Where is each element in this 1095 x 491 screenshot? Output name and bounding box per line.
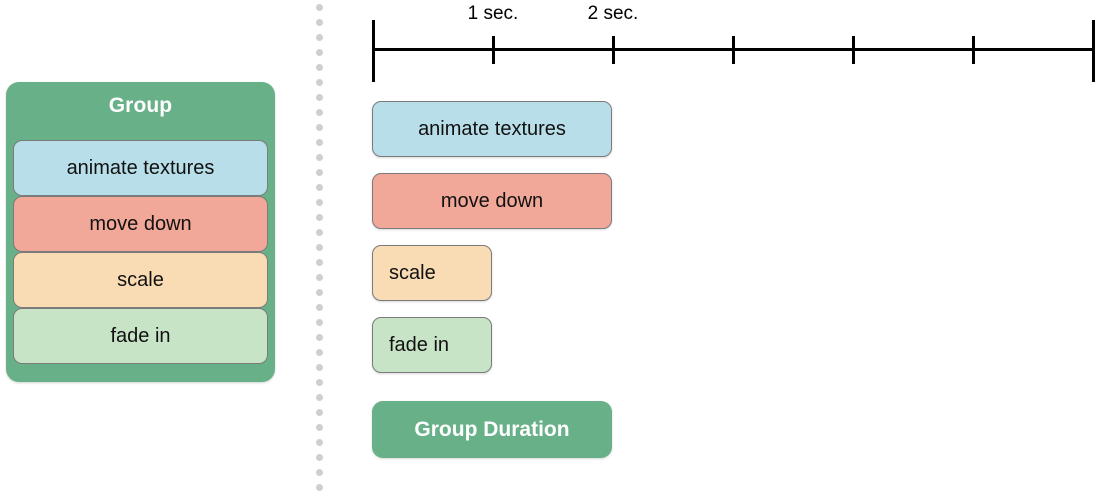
divider-dot [316, 49, 323, 56]
timeline-bar-move-down[interactable]: move down [372, 173, 612, 229]
divider-dot [316, 199, 323, 206]
group-card-move-down[interactable]: move down [13, 196, 268, 252]
divider-dot [316, 349, 323, 356]
group-card-fade-in[interactable]: fade in [13, 308, 268, 364]
group-card-scale[interactable]: scale [13, 252, 268, 308]
divider-dot [316, 184, 323, 191]
divider-dot [316, 409, 323, 416]
divider-dot [316, 469, 323, 476]
dotted-divider [316, 0, 323, 491]
divider-dot [316, 154, 323, 161]
divider-dot [316, 304, 323, 311]
divider-dot [316, 94, 323, 101]
group-duration-label: Group Duration [414, 417, 570, 441]
group-duration-bar[interactable]: Group Duration [372, 401, 612, 458]
divider-dot [316, 289, 323, 296]
axis-tick-label: 2 sec. [587, 3, 639, 24]
axis-tick [492, 36, 495, 64]
group-panel-title: Group [108, 94, 173, 117]
divider-dot [316, 214, 323, 221]
timeline-axis: 1 sec. 2 sec. [0, 0, 1095, 90]
timeline-bar-animate-textures[interactable]: animate textures [372, 101, 612, 157]
divider-dot [316, 64, 323, 71]
axis-tick [972, 36, 975, 64]
group-card-label: move down [89, 212, 192, 235]
timeline-bar-label: scale [389, 261, 436, 284]
axis-tick [852, 36, 855, 64]
axis-tick [372, 20, 375, 82]
divider-dot [316, 139, 323, 146]
divider-dot [316, 4, 323, 11]
divider-dot [316, 379, 323, 386]
group-card-animate-textures[interactable]: animate textures [13, 140, 268, 196]
timeline-bar-label: animate textures [418, 117, 566, 140]
divider-dot [316, 79, 323, 86]
divider-dot [316, 124, 323, 131]
divider-dot [316, 244, 323, 251]
divider-dot [316, 169, 323, 176]
divider-dot [316, 439, 323, 446]
group-card-label: animate textures [66, 156, 215, 179]
divider-dot [316, 19, 323, 26]
timeline-bar-label: fade in [389, 333, 450, 356]
group-card-label: fade in [110, 324, 171, 347]
axis-tick-label: 1 sec. [467, 3, 519, 24]
axis-tick [1092, 20, 1095, 82]
divider-dot [316, 364, 323, 371]
timeline-bar-scale[interactable]: scale [372, 245, 492, 301]
group-card-label: scale [117, 268, 164, 291]
divider-dot [316, 424, 323, 431]
divider-dot [316, 319, 323, 326]
timeline-bar-label: move down [440, 189, 544, 212]
divider-dot [316, 334, 323, 341]
axis-tick [612, 36, 615, 64]
divider-dot [316, 454, 323, 461]
divider-dot [316, 394, 323, 401]
divider-dot [316, 34, 323, 41]
timeline-bar-fade-in[interactable]: fade in [372, 317, 492, 373]
divider-dot [316, 484, 323, 491]
divider-dot [316, 109, 323, 116]
divider-dot [316, 229, 323, 236]
divider-dot [316, 259, 323, 266]
divider-dot [316, 274, 323, 281]
axis-tick [732, 36, 735, 64]
group-panel[interactable]: Group animate textures move down scale fade… [6, 82, 275, 382]
